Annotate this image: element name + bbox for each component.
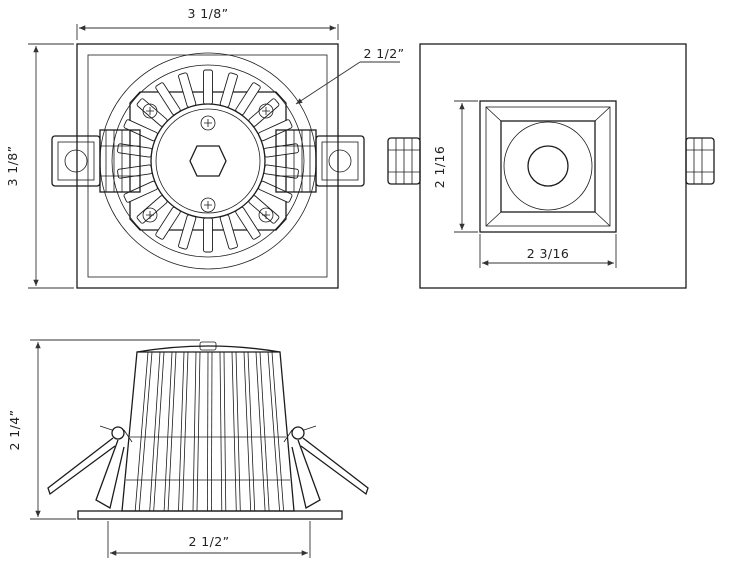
aperture-bevel <box>485 106 611 227</box>
screw-bottom-right <box>258 207 274 223</box>
top-view: 3 1/8” 3 1/8” 2 1/2” <box>5 6 405 289</box>
front-width-dimension <box>479 234 617 268</box>
side-fins <box>134 351 284 512</box>
lens-reflector <box>503 121 593 211</box>
heatsink-hub-inner <box>155 108 261 214</box>
screw-top-center <box>200 115 216 131</box>
side-fin-line <box>271 351 284 512</box>
side-fin-line <box>223 351 227 512</box>
screw-top-left <box>142 103 158 119</box>
spring-clip-left <box>51 129 141 193</box>
side-fin-line <box>149 351 161 512</box>
side-width-label: 2 1/2” <box>189 534 230 549</box>
screw-bottom-left <box>142 207 158 223</box>
top-width-dimension <box>76 24 339 40</box>
side-fin-line <box>167 351 177 512</box>
side-fin-line <box>247 351 256 512</box>
spring-clip-right <box>275 129 365 193</box>
side-trim-flange <box>77 510 343 520</box>
heatsink-fin <box>235 82 261 116</box>
side-view: 2 1/4” 2 1/2” <box>7 339 369 558</box>
heatsink-fin <box>235 206 261 240</box>
aperture-inner <box>500 120 596 213</box>
aperture-bevel-corners <box>485 106 611 227</box>
screw-top-right <box>258 103 274 119</box>
heatsink-fin <box>203 69 213 105</box>
heatsink-ring-circle <box>111 64 305 258</box>
screw-bottom-center <box>200 197 216 213</box>
top-height-dimension <box>28 43 74 289</box>
heatsink-fin <box>248 195 280 224</box>
center-hex-nut <box>189 145 227 177</box>
heatsink-fin <box>136 98 168 127</box>
side-fin-line <box>243 351 252 512</box>
side-fin-line <box>153 351 165 512</box>
heatsink-fin <box>219 72 238 108</box>
heatsink-fin <box>248 98 280 127</box>
front-clip-right <box>685 137 715 185</box>
front-view: 2 1/16 2 3/16 <box>387 43 715 289</box>
heatsink-fin <box>178 214 197 250</box>
side-fin-line <box>134 351 149 512</box>
side-housing-bands <box>126 436 290 481</box>
side-fin-line <box>178 351 185 512</box>
diameter-label: 2 1/2” <box>364 46 405 61</box>
heatsink-fin <box>136 195 168 224</box>
side-height-dimension <box>30 339 200 520</box>
front-width-label: 2 3/16 <box>527 246 569 261</box>
lens-center <box>527 145 569 187</box>
side-height-label: 2 1/4” <box>7 410 22 451</box>
aperture-outer <box>479 100 617 233</box>
side-fin-line <box>196 351 201 512</box>
side-spring-clip-left <box>47 425 133 509</box>
top-view-inner-frame <box>87 54 328 278</box>
side-fin-line <box>211 351 213 512</box>
front-clip-left <box>387 137 421 185</box>
side-fin-line <box>255 351 266 512</box>
heatsink-fin <box>219 214 238 250</box>
side-fin-line <box>235 351 241 512</box>
heatsink-fin <box>178 72 197 108</box>
heatsink-fin <box>155 206 181 240</box>
top-view-outer-frame <box>76 43 339 289</box>
heatsink-hub <box>150 103 266 219</box>
side-spring-clip-right <box>283 425 369 509</box>
side-fin-line <box>192 351 197 512</box>
side-fin-line <box>231 351 237 512</box>
side-width-dimension <box>107 521 311 558</box>
side-fin-line <box>219 351 223 512</box>
side-fin-line <box>207 351 209 512</box>
side-housing-top <box>136 345 281 353</box>
side-fin-line <box>259 351 270 512</box>
top-height-label: 3 1/8” <box>5 146 20 187</box>
heatsink-fin <box>155 82 181 116</box>
diameter-leader <box>295 61 400 105</box>
heatsink-fin <box>203 217 213 253</box>
top-width-label: 3 1/8” <box>188 6 229 21</box>
front-height-dimension <box>454 100 478 233</box>
side-fin-line <box>163 351 173 512</box>
side-top-nub <box>199 341 217 351</box>
front-height-label: 2 1/16 <box>432 146 447 188</box>
heatsink-fins <box>117 69 299 253</box>
side-fin-line <box>182 351 189 512</box>
side-fin-line <box>267 351 280 512</box>
side-fin-line <box>138 351 153 512</box>
